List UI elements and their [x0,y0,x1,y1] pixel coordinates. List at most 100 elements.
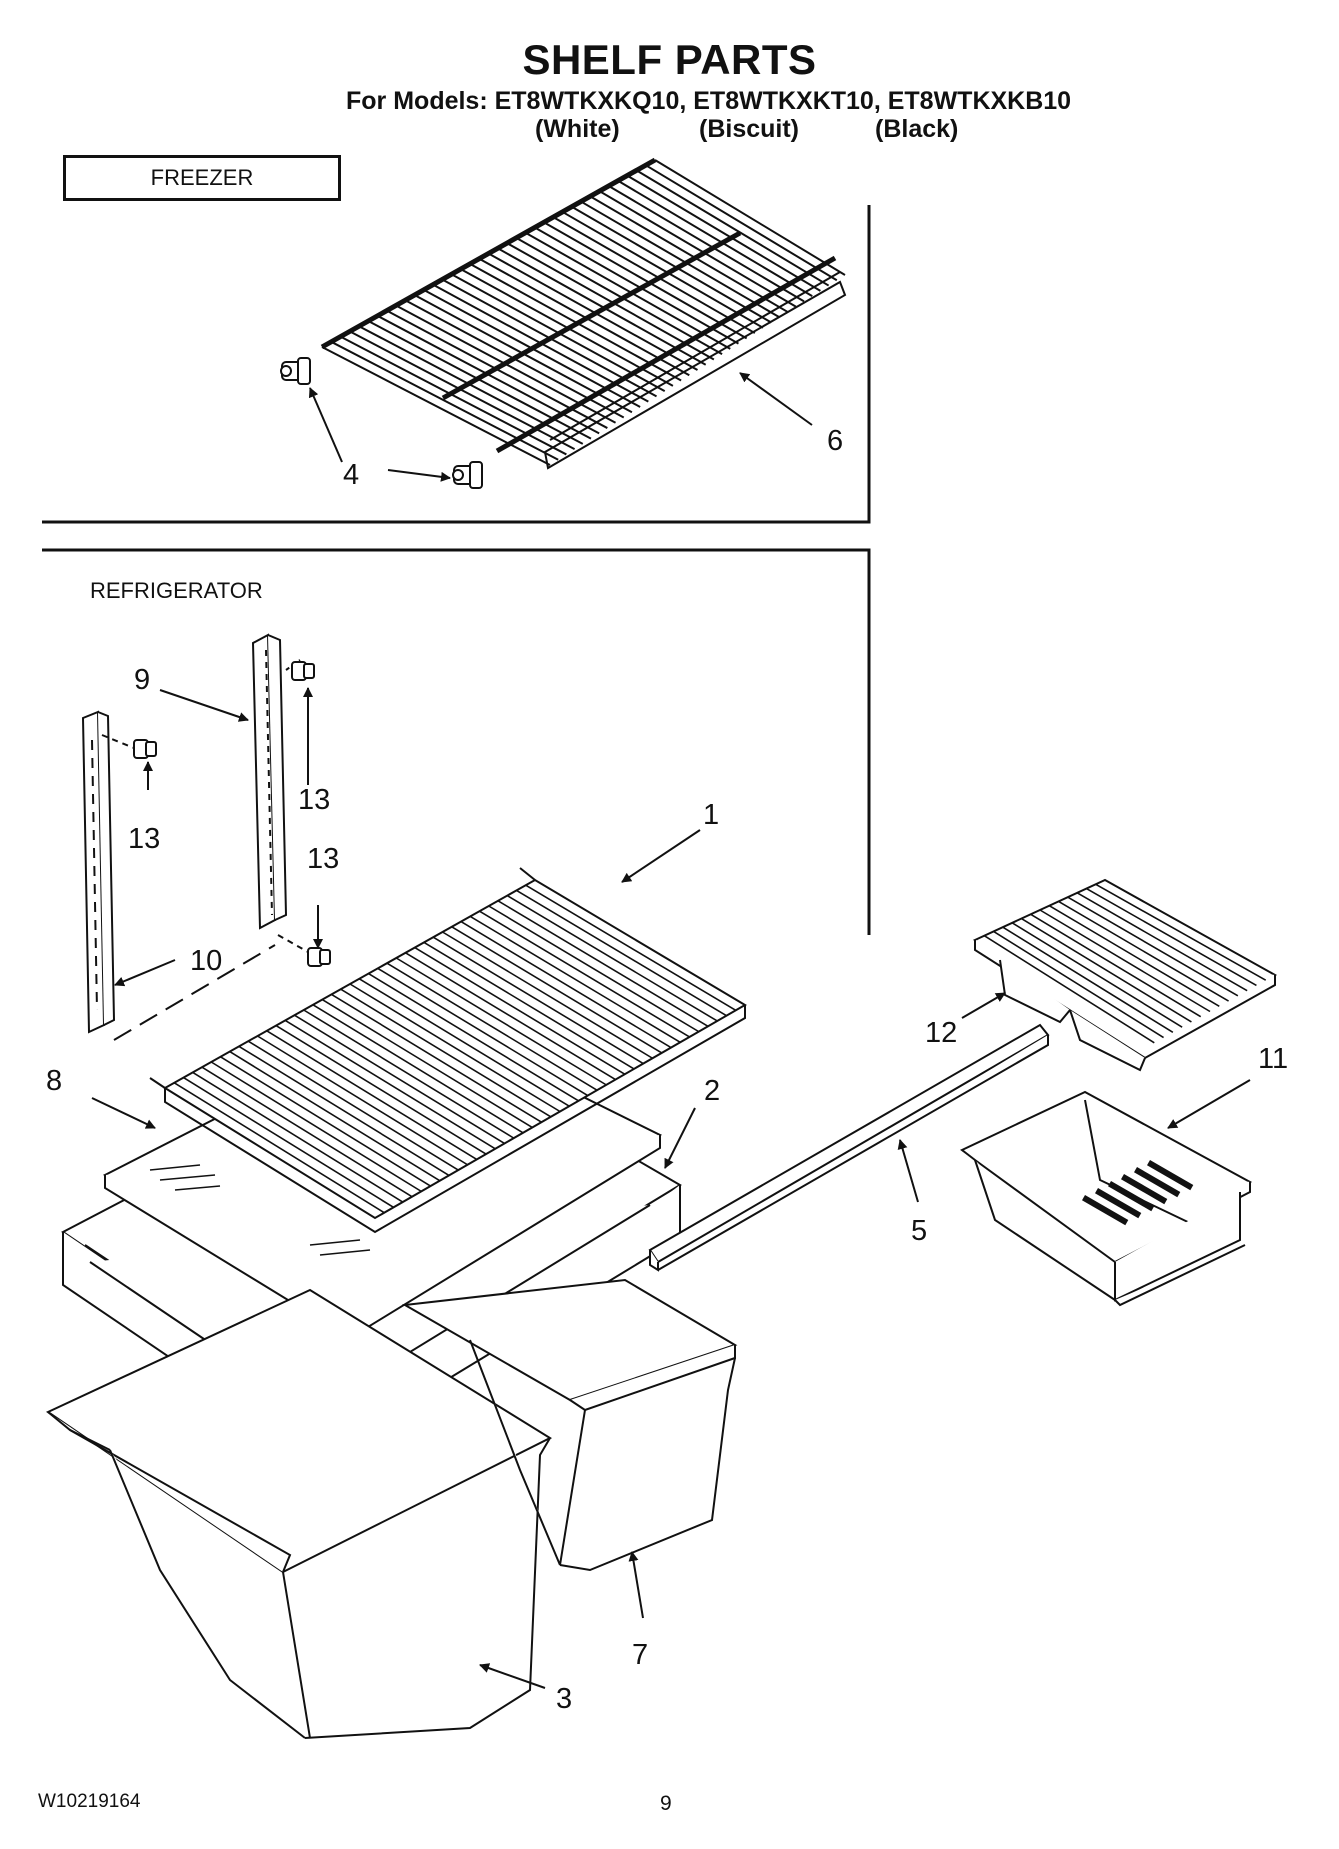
arrow-1 [621,829,701,883]
freezer-shelf-wire [414,294,633,414]
freezer-shelf-wire [534,226,739,345]
arrow-5 [897,1139,919,1203]
slide-shelf-wire [1058,900,1229,1002]
arrow-4-lower [387,469,451,482]
wire-shelf-wire [395,957,607,1086]
freezer-shelf-wire [626,174,821,292]
freezer-shelf-support-upper [280,357,311,385]
wire-shelf-wire [479,910,690,1038]
callout-12: 12 [925,1017,957,1049]
callout-13-left: 13 [128,823,160,855]
callout-10: 10 [190,945,222,977]
wire-shelf-wire [349,983,561,1113]
wire-shelf-wire [525,884,737,1012]
freezer-shelf-wire [432,283,649,403]
crisper-right [401,1278,738,1572]
freezer-shelf-wire [358,325,584,445]
freezer-shelf-wire [330,340,559,461]
freezer-shelf-wire [552,216,756,334]
wire-shelf-wire [220,1056,431,1187]
freezer-shelf-wire [617,179,813,297]
wire-shelf-wire [377,967,589,1097]
callout-5: 5 [911,1215,927,1247]
freezer-shelf-wire [589,195,789,313]
document-number: W10219164 [38,1791,141,1812]
wire-shelf-wire [321,998,533,1129]
color-label-black: (Black) [875,115,959,143]
freezer-shelf-wire [561,211,764,329]
wire-shelf-wire [229,1050,441,1182]
callout-13-lower: 13 [307,843,339,875]
wire-shelf-wire [247,1040,459,1171]
freezer-shelf-wire [525,231,731,350]
page-number: 9 [660,1792,672,1815]
freezer-section-frame [42,205,871,524]
wire-shelf-wire [257,1035,468,1166]
wire-shelf-wire [386,962,598,1091]
wire-shelf-wire [469,915,681,1043]
wire-shelf-wire [423,941,635,1070]
arrow-6 [739,372,813,426]
freezer-shelf-wire [497,247,707,366]
freezer-shelf-wire [340,335,567,456]
crisper-left [45,1288,553,1739]
shelf-channel-lower [81,710,116,1034]
leader-arrows [91,372,1251,1689]
freezer-shelf-wire [460,268,674,387]
wire-shelf-wire [210,1061,422,1193]
freezer-shelf-wire [367,320,592,440]
slide-shelf-wire [1095,883,1267,981]
freezer-shelf-wire [386,309,608,429]
callout-1: 1 [703,799,719,831]
wire-shelf-wire [506,894,718,1022]
models-line: For Models: ET8WTKXKQ10, ET8WTKXKT10, ET… [346,87,1072,115]
page-title: SHELF PARTS [522,36,817,83]
slide-shelf-wire [1067,896,1239,997]
arrow-10 [114,959,176,987]
shelf-channel-upper [251,633,288,930]
wire-shelf-wire [266,1030,478,1161]
wire-shelf-wire [368,972,579,1102]
slide-shelf-wire [1021,917,1192,1023]
wire-shelf-wires [173,884,737,1214]
screw-upper [285,659,315,681]
refrigerator-section-label: REFRIGERATOR [90,578,263,603]
wire-shelf-wire [414,946,626,1075]
freezer-shelf-wire [404,299,625,419]
freezer-shelf-wire [488,252,698,371]
callout-3: 3 [556,1683,572,1715]
wire-shelf-wire [516,889,727,1017]
wire-shelf-wire [405,952,616,1081]
arrow-12 [961,992,1006,1019]
arrow-8 [91,1097,156,1129]
callout-11: 11 [1258,1043,1288,1075]
callout-9: 9 [134,664,150,696]
wire-shelf-wire [201,1066,413,1198]
freezer-shelf-wire [395,304,617,424]
slide-shelf-wire [1011,922,1183,1028]
rail [648,1023,1050,1272]
freezer-shelf-wire [377,314,600,435]
freezer-shelf-wire [506,242,715,361]
wire-shelf-wire [173,1082,385,1214]
freezer-shelf-wire [608,185,805,303]
slide-shelf-wire [983,935,1155,1044]
freezer-shelf-wire [349,330,576,451]
slide-shelf-wires [983,883,1267,1044]
callout-2: 2 [704,1075,720,1107]
slide-shelf-wire [1039,909,1211,1013]
arrow-9 [159,689,249,722]
freezer-shelf-wires [330,164,838,461]
arrow-2 [664,1107,696,1169]
slide-shelf-wire [993,930,1164,1039]
wire-shelf-wire [432,936,644,1065]
screw-lower [277,934,331,967]
wire-shelf-wire [497,900,709,1027]
freezer-shelf-wire [645,164,838,282]
callout-4: 4 [343,459,359,491]
wire-shelf-wire [488,905,700,1033]
wire-shelf-wire [284,1019,496,1150]
wire-shelf-wire [183,1076,394,1209]
freezer-shelf-wire [598,190,797,308]
